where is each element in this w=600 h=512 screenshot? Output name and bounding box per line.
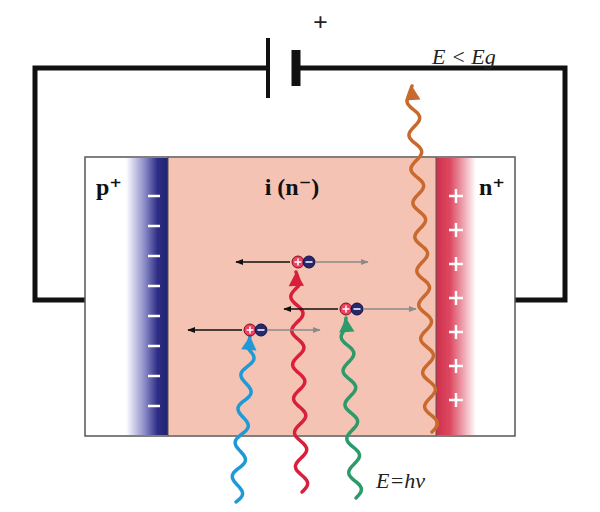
positive-charge (449, 359, 463, 373)
positive-charge (449, 325, 463, 339)
negative-charge (148, 225, 160, 228)
intrinsic-region: i (n⁻) (168, 158, 436, 435)
electron-hole-pair (284, 303, 416, 315)
positive-charge (449, 393, 463, 407)
positive-charge (449, 223, 463, 237)
photon-arrow (232, 336, 256, 502)
negative-charge (148, 255, 160, 258)
region-border (436, 157, 437, 436)
negative-charge (148, 345, 160, 348)
photon-arrow (339, 318, 361, 498)
device-body (85, 157, 515, 436)
negative-charge (148, 375, 160, 378)
positive-charge (449, 291, 463, 305)
negative-charge (148, 405, 160, 408)
battery-polarity: + (313, 8, 328, 38)
electron-hole-pairs (188, 256, 416, 336)
electron-hole-pair (236, 256, 368, 268)
photon-arrow (405, 86, 437, 432)
negative-charge (148, 315, 160, 318)
intrinsic-region (168, 158, 436, 435)
positive-charge (449, 189, 463, 203)
region-label: i (n⁻) (265, 172, 320, 201)
photon-arrow (289, 272, 308, 492)
space-charges (148, 189, 463, 407)
battery-symbol (268, 38, 296, 98)
photon-energy-label: E < Eg (432, 44, 496, 70)
negative-charge (148, 285, 160, 288)
electron-hole-pair (188, 324, 320, 336)
p-depletion-band (126, 158, 168, 435)
region-border (168, 157, 169, 436)
negative-charge (148, 195, 160, 198)
region-label: p⁺ (96, 172, 122, 201)
region-label: n⁺ (479, 172, 505, 201)
positive-charge (449, 257, 463, 271)
photon-energy-label: E=hν (376, 468, 425, 494)
p-region: p⁺ (86, 158, 168, 435)
photons (232, 86, 437, 502)
n-depletion-band (436, 158, 476, 435)
n-region: n⁺ (436, 158, 515, 435)
